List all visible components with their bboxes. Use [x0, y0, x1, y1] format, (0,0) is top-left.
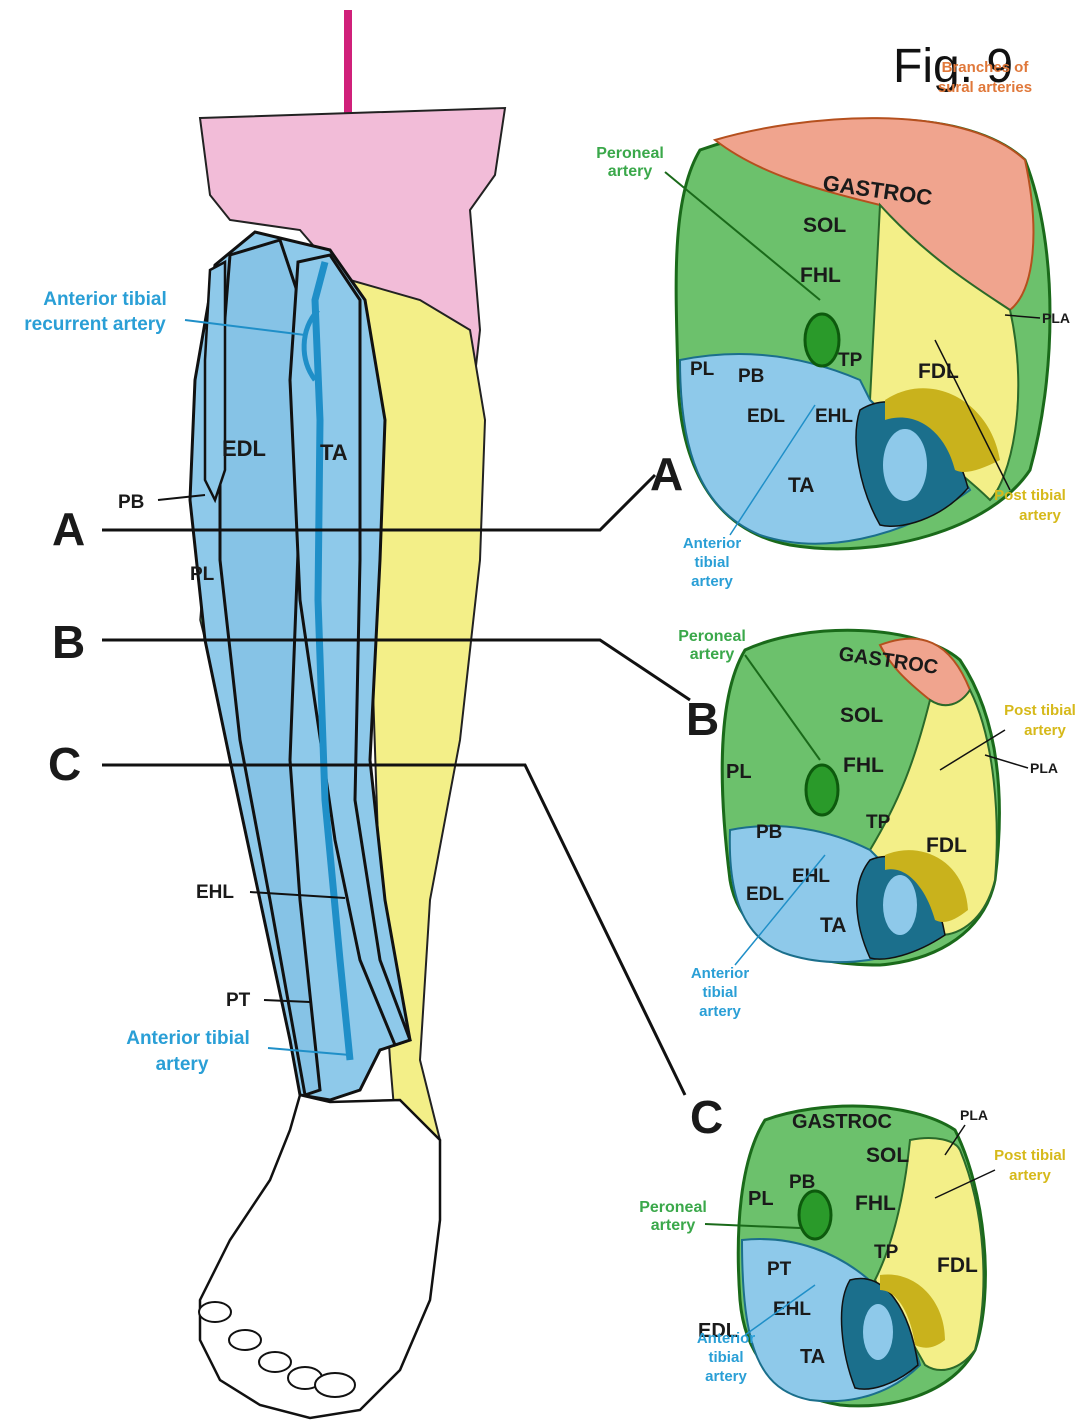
- section-b-tibia-inner: [883, 875, 917, 935]
- section-b-letter: B: [686, 693, 719, 745]
- section-c-pla: PLA: [960, 1107, 988, 1123]
- label-ehl: EHL: [196, 882, 234, 903]
- section-a-pb: PB: [738, 366, 764, 387]
- section-b-peroneal-1: Peroneal: [678, 628, 746, 645]
- section-c-post-tib-1: Post tibial: [994, 1147, 1066, 1164]
- section-a-ta: TA: [788, 474, 814, 497]
- section-a-branches-2: sural arteries: [938, 79, 1032, 96]
- section-c-pl: PL: [748, 1188, 774, 1210]
- section-c-ta: TA: [800, 1346, 825, 1368]
- cross-section-a: A Branches of sural arteries Peroneal ar…: [596, 59, 1070, 590]
- section-c-ant-tib-3: artery: [705, 1368, 747, 1385]
- section-c-pt: PT: [767, 1259, 792, 1280]
- section-c-sol: SOL: [866, 1144, 909, 1167]
- section-a-fhl: FHL: [800, 264, 841, 287]
- section-b-peroneal-2: artery: [690, 646, 735, 663]
- section-b-sol: SOL: [840, 704, 883, 727]
- toe-1: [199, 1302, 231, 1322]
- cross-section-c: C GASTROC SOL PB PL FHL TP FDL PT EHL TA…: [639, 1091, 1066, 1406]
- foot-outline: [200, 1095, 440, 1418]
- section-a-post-tib-1: Post tibial: [994, 487, 1066, 504]
- section-a-tp: TP: [838, 350, 863, 371]
- label-pt: PT: [226, 990, 251, 1011]
- section-c-peroneal-1: Peroneal: [639, 1199, 707, 1216]
- section-b-fibula: [806, 765, 838, 815]
- toe-5: [315, 1373, 355, 1397]
- section-b-pla: PLA: [1030, 760, 1058, 776]
- section-a-pl: PL: [690, 359, 715, 380]
- section-a-ant-tib-3: artery: [691, 573, 733, 590]
- section-a-ehl: EHL: [815, 406, 853, 427]
- label-pl: PL: [190, 564, 215, 585]
- section-a-edl: EDL: [747, 406, 785, 427]
- section-c-tp: TP: [874, 1242, 899, 1263]
- cross-section-b: B Peroneal artery GASTROC SOL FHL PL PB …: [678, 628, 1076, 1020]
- section-c-fdl: FDL: [937, 1254, 978, 1277]
- section-c-fibula: [799, 1191, 831, 1239]
- section-c-pb: PB: [789, 1172, 815, 1193]
- level-a-left: A: [52, 503, 85, 555]
- section-b-edl: EDL: [746, 884, 784, 905]
- section-b-tp: TP: [866, 812, 891, 833]
- label-edl: EDL: [222, 436, 266, 461]
- section-c-ant-tib-2: tibial: [708, 1349, 743, 1366]
- section-b-fhl: FHL: [843, 754, 884, 777]
- section-b-post-tib-2: artery: [1024, 722, 1066, 739]
- level-b-left: B: [52, 616, 85, 668]
- section-a-letter: A: [650, 448, 683, 500]
- level-c-left: C: [48, 738, 81, 790]
- section-a-ant-tib-1: Anterior: [683, 535, 742, 552]
- section-a-pla: PLA: [1042, 310, 1070, 326]
- section-a-fibula: [805, 314, 839, 366]
- section-b-ant-tib-2: tibial: [702, 984, 737, 1001]
- section-a-peroneal-1: Peroneal: [596, 145, 664, 162]
- leg-illustration: [190, 10, 505, 1418]
- section-b-pl: PL: [726, 761, 752, 783]
- section-b-ehl: EHL: [792, 866, 830, 887]
- toe-3: [259, 1352, 291, 1372]
- section-a-fdl: FDL: [918, 360, 959, 383]
- section-c-fhl: FHL: [855, 1192, 896, 1215]
- section-c-ant-tib-1: Anterior: [697, 1330, 756, 1347]
- section-a-ant-tib-2: tibial: [694, 554, 729, 571]
- label-ta: TA: [320, 440, 348, 465]
- section-b-ta: TA: [820, 914, 846, 937]
- section-c-post-tib-2: artery: [1009, 1167, 1051, 1184]
- section-b-post-tib-1: Post tibial: [1004, 702, 1076, 719]
- section-b-ant-tib-3: artery: [699, 1003, 741, 1020]
- section-c-peroneal-2: artery: [651, 1217, 696, 1234]
- section-b-fdl: FDL: [926, 834, 967, 857]
- pb-muscle-strip: [205, 262, 225, 500]
- toe-2: [229, 1330, 261, 1350]
- label-ant-tib-2: artery: [156, 1054, 209, 1075]
- section-a-peroneal-2: artery: [608, 163, 653, 180]
- section-a-branches-1: Branches of: [942, 59, 1030, 76]
- label-ant-tib-recurrent-2: recurrent artery: [24, 314, 166, 335]
- label-ant-tib-recurrent-1: Anterior tibial: [43, 289, 167, 310]
- section-c-gastroc-label: GASTROC: [792, 1111, 892, 1133]
- section-c-tibia-inner: [863, 1304, 893, 1360]
- section-a-sol: SOL: [803, 214, 846, 237]
- section-c-letter: C: [690, 1091, 723, 1143]
- label-pb: PB: [118, 492, 144, 513]
- section-b-pb: PB: [756, 822, 782, 843]
- label-ant-tib-1: Anterior tibial: [126, 1028, 250, 1049]
- section-b-ant-tib-1: Anterior: [691, 965, 750, 982]
- section-a-tibia-inner: [883, 429, 927, 501]
- section-a-post-tib-2: artery: [1019, 507, 1061, 524]
